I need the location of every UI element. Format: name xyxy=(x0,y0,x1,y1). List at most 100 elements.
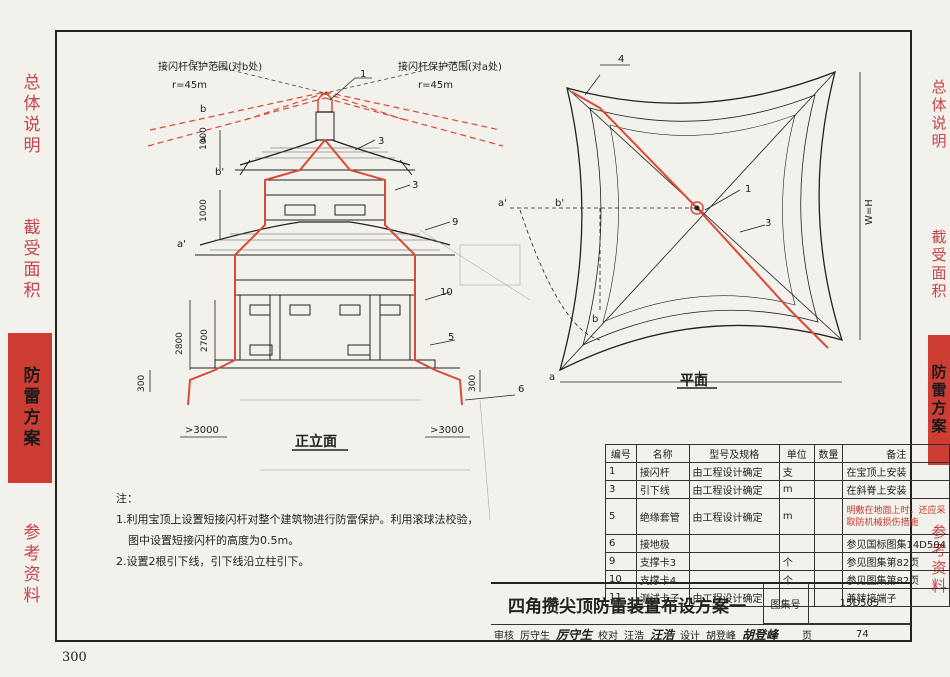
review-signature: 厉守生 xyxy=(556,627,593,642)
table-cell: 接地极 xyxy=(635,534,690,553)
spacing-left: >3000 xyxy=(185,425,219,436)
side-tab-lightning[interactable]: 防雷方案 xyxy=(8,333,52,483)
plan-point-a-prime: a' xyxy=(498,198,507,209)
design-signature: 胡登峰 xyxy=(742,627,779,642)
dim-2700: 2700 xyxy=(200,329,210,352)
elevation-drawing xyxy=(147,59,531,521)
table-cell: m xyxy=(778,480,815,499)
dim-1000-mid: 1000 xyxy=(199,199,209,222)
table-cell xyxy=(813,498,844,535)
side-tab-label: 截受面积 xyxy=(19,218,40,302)
drawing-frame xyxy=(55,30,912,642)
atlas-label: 图集号 xyxy=(763,584,809,624)
page-number-block: 74 xyxy=(856,628,869,640)
notes: 注： 1.利用宝顶上设置短接闪杆对整个建筑物进行防雷保护。利用滚球法校验， 图中… xyxy=(116,488,479,572)
table-cell xyxy=(813,534,844,553)
signature-row: 审核 厉守生 厉守生 校对 汪浩 汪浩 设计 胡登峰 胡登峰 页 74 xyxy=(491,624,910,643)
note-line-3: 2.设置2根引下线，引下线沿立柱引下。 xyxy=(116,555,310,568)
plinth xyxy=(214,359,436,369)
table-header-row: 编号 名称 型号及规格 单位 数量 备注 xyxy=(605,444,950,463)
table-cell: 明敷在地面上时，还应采取防机械损伤措施 xyxy=(842,498,950,535)
side-tab-general[interactable]: 总体说明 xyxy=(8,40,52,190)
callout-6: 6 xyxy=(518,384,524,395)
callout-9: 9 xyxy=(452,217,458,228)
design-name: 胡登峰 xyxy=(706,630,737,642)
table-cell xyxy=(813,480,844,499)
note-line-2: 图中设置短接闪杆的高度为0.5m。 xyxy=(128,534,300,547)
side-tab-reference[interactable]: 参考资料 xyxy=(8,500,52,630)
range-label-b: 接闪杆保护范围(对b处) xyxy=(158,60,262,73)
plan-point-a: a xyxy=(549,372,555,383)
table-cell: 支撑卡3 xyxy=(635,552,690,571)
table-cell: 9 xyxy=(605,552,637,571)
table-cell: 在宝顶上安装 xyxy=(842,462,950,481)
table-cell: 6 xyxy=(605,534,637,553)
plan-point-b: b xyxy=(592,314,598,325)
col-remark: 备注 xyxy=(842,444,950,463)
notes-heading: 注： xyxy=(116,492,138,505)
table-cell: 由工程设计确定 xyxy=(688,498,780,535)
table-cell: 参见图集第82页 xyxy=(842,552,950,571)
col-name: 名称 xyxy=(635,444,690,463)
side-tab-label: 防雷方案 xyxy=(19,366,40,450)
table-cell: 支 xyxy=(778,462,815,481)
plan-title: 平面 xyxy=(680,373,708,389)
elevation-labels: 接闪杆保护范围(对b处) r=45m 接闪杆保护范围(对a处) r=45m b … xyxy=(137,60,524,450)
finial xyxy=(317,93,333,113)
guide-lines xyxy=(189,59,471,94)
table-cell: 绝缘套管 xyxy=(635,498,690,535)
spacing-right: >3000 xyxy=(430,425,464,436)
table-cell: 接闪杆 xyxy=(635,462,690,481)
plan-drawing xyxy=(510,64,861,389)
table-cell: 由工程设计确定 xyxy=(688,588,780,607)
range-label-a: 接闪杆保护范围(对a处) xyxy=(398,60,502,73)
table-cell: 个 xyxy=(778,552,815,571)
plan-callout-1: 1 xyxy=(745,184,751,195)
right-tab-general: 总体说明 xyxy=(928,60,950,170)
table-cell: 3 xyxy=(605,480,637,499)
plan-dim-l: L xyxy=(698,370,704,381)
lintel xyxy=(234,279,416,296)
callout-5: 5 xyxy=(448,332,454,343)
atlas-number: 15D505 xyxy=(809,584,910,624)
right-tab-lightning: 防雷方案 xyxy=(928,335,950,465)
table-cell xyxy=(813,588,844,607)
plan-callout-3: 3 xyxy=(765,218,771,229)
side-tab-area[interactable]: 截受面积 xyxy=(8,195,52,325)
callout-3a: 3 xyxy=(378,136,384,147)
table-cell: 1 xyxy=(605,462,637,481)
table-cell: 引下线 xyxy=(635,480,690,499)
background-ghost xyxy=(240,229,531,521)
table-cell: 由工程设计确定 xyxy=(688,462,780,481)
dim-1000-top: 1000 xyxy=(199,127,209,150)
page-label: 页 xyxy=(802,630,813,642)
plan-callout-4: 4 xyxy=(618,54,624,65)
side-tab-label: 参考资料 xyxy=(19,523,40,607)
dim-300-right: 300 xyxy=(468,375,478,392)
table-cell: 5 xyxy=(605,498,637,535)
right-tab-label: 总体说明 xyxy=(929,79,948,151)
table-cell: 兼转接端子 xyxy=(842,588,950,607)
plan-red-conductors xyxy=(571,91,829,349)
col-spec: 型号及规格 xyxy=(688,444,780,463)
table-cell: 在斜脊上安装 xyxy=(842,480,950,499)
radius-label-left: r=45m xyxy=(172,80,207,91)
table-cell xyxy=(688,552,780,571)
table-cell: 由工程设计确定 xyxy=(688,480,780,499)
page-number: 300 xyxy=(62,650,87,665)
plan-dim-w: W=H xyxy=(864,199,875,225)
right-tab-area: 截受面积 xyxy=(928,210,950,320)
elevation-title: 正立面 xyxy=(295,433,337,450)
callout-10: 10 xyxy=(440,287,453,298)
lower-roof xyxy=(199,221,451,246)
plan-labels: 4 1 3 a' b' b a L W=H 平面 xyxy=(498,54,875,389)
col-unit: 单位 xyxy=(778,444,815,463)
